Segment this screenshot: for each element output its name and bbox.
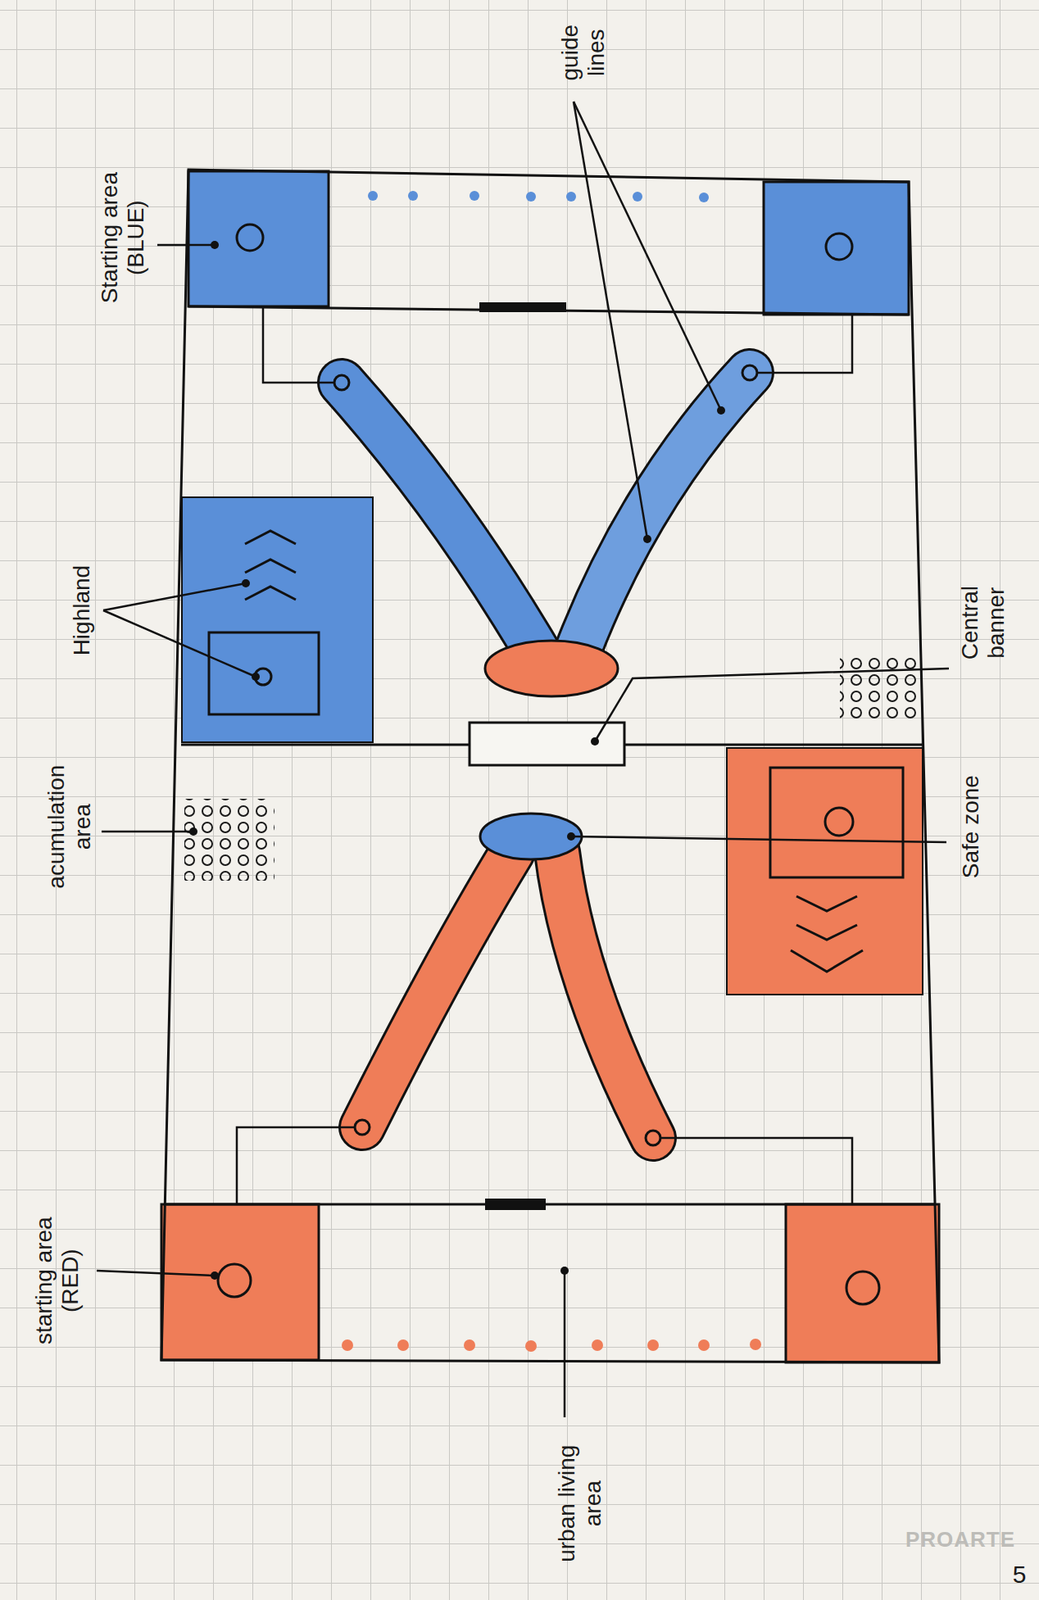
blue-highland	[181, 497, 373, 743]
chevron	[790, 950, 863, 972]
leader-line	[103, 583, 246, 611]
goal-bar	[479, 302, 567, 313]
leader-dot	[643, 535, 652, 544]
leader-dot	[189, 827, 198, 836]
dot	[463, 1339, 476, 1352]
guide-band-outline	[557, 852, 654, 1139]
chevron	[796, 896, 858, 912]
blue-start-area	[188, 171, 329, 307]
dot	[749, 1338, 762, 1351]
band-end-circle	[645, 1130, 661, 1146]
leader-line	[103, 610, 256, 677]
field-label: Central banner	[957, 567, 1010, 679]
band-end-circle	[334, 375, 350, 391]
leader-line	[157, 244, 215, 247]
guide-band-outline	[362, 852, 513, 1128]
red-guide-band	[362, 852, 513, 1128]
dot	[341, 1339, 354, 1352]
highland-platform	[208, 632, 319, 715]
bracket-wire	[263, 306, 335, 383]
field-label: urban living area	[553, 1428, 607, 1580]
leader-line	[571, 836, 947, 843]
safe-zone	[485, 640, 618, 697]
start-circle	[825, 233, 853, 260]
leader-line	[594, 668, 949, 742]
dot	[698, 1339, 710, 1352]
dot	[698, 192, 709, 203]
leader-line	[563, 1270, 567, 1418]
leader-dot	[716, 406, 726, 415]
start-circle	[236, 224, 264, 251]
field-label: Safe zone	[957, 761, 985, 893]
chevron	[245, 586, 296, 600]
blue-dot-row	[367, 190, 709, 203]
bracket-wire	[660, 1138, 853, 1205]
chevron	[796, 925, 858, 940]
leader-lines	[96, 101, 949, 1418]
leader-dot	[210, 240, 219, 250]
field-label: starting area (RED)	[31, 1194, 84, 1367]
dot	[632, 191, 643, 202]
leader-line	[573, 101, 722, 411]
field-label: PROARTE	[890, 1528, 1030, 1553]
blue-guide-band	[577, 372, 750, 652]
dot	[591, 1339, 604, 1352]
dot	[408, 190, 418, 201]
dot	[566, 191, 577, 202]
leader-dot	[251, 672, 260, 681]
start-circle	[846, 1271, 880, 1305]
blue-guide-band	[341, 382, 537, 652]
band-end-circle	[354, 1120, 370, 1135]
leader-dots	[189, 240, 726, 1280]
red-guide-band	[557, 852, 654, 1139]
highland-circle	[825, 807, 853, 836]
red-dot-row	[341, 1338, 762, 1353]
red-start-area	[785, 1204, 940, 1363]
bracket-wire	[757, 314, 853, 373]
leader-line	[96, 1270, 215, 1276]
red-start-area	[161, 1204, 319, 1361]
field-label: Highland	[68, 548, 96, 672]
dot	[525, 1340, 537, 1353]
leader-dot	[560, 1266, 569, 1275]
highland-platform	[770, 767, 903, 878]
field-label: acumulation area	[43, 748, 96, 905]
field-label: Starting area (BLUE)	[96, 149, 150, 327]
dot	[367, 190, 378, 201]
safe-zone	[480, 813, 582, 860]
leader-dot	[210, 1271, 219, 1280]
guide-band-outline	[577, 372, 750, 652]
goal-bar	[485, 1198, 546, 1211]
blue-start-area	[763, 181, 909, 315]
field-label: guide lines	[557, 11, 610, 94]
field-label: 5	[1005, 1560, 1034, 1590]
band-end-circle	[742, 365, 758, 381]
leader-line	[101, 830, 194, 834]
leader-dot	[567, 832, 576, 841]
dot	[526, 191, 536, 202]
dot	[647, 1339, 659, 1352]
chevron	[245, 559, 296, 573]
accumulation-dots	[839, 655, 922, 722]
accumulation-dots	[184, 798, 275, 881]
leader-line	[573, 101, 648, 540]
dot	[469, 190, 480, 201]
leader-dot	[241, 579, 250, 588]
bracket-wire	[236, 1127, 355, 1205]
start-circle	[217, 1264, 251, 1298]
red-highland	[726, 748, 923, 995]
dot	[397, 1339, 409, 1352]
chevron	[245, 530, 296, 545]
guide-band-outline	[341, 382, 537, 652]
leader-dot	[590, 737, 599, 746]
goal-line	[166, 1203, 935, 1207]
field-boundary	[161, 169, 940, 1363]
